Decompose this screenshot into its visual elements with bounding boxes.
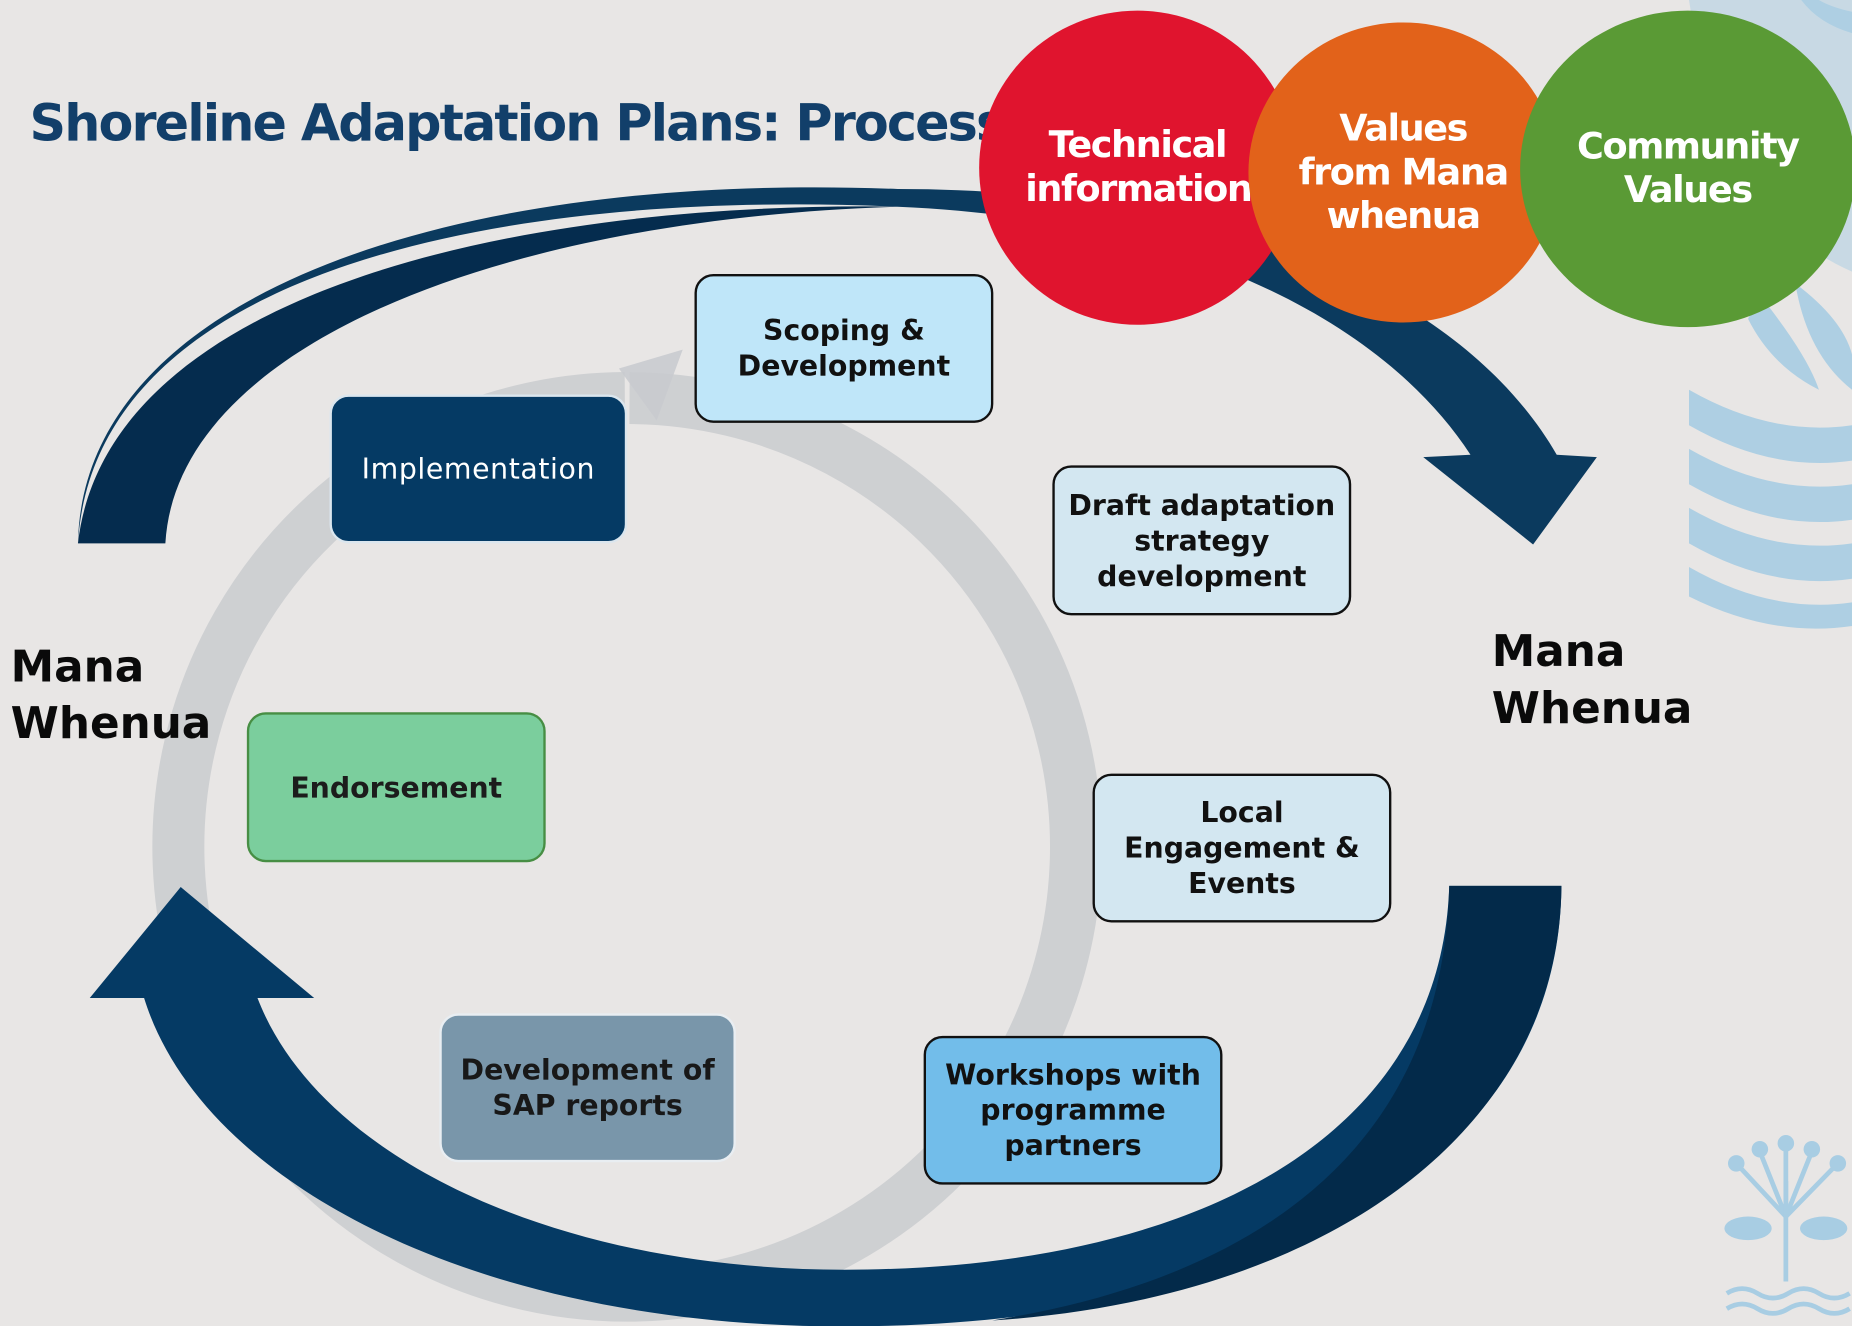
mana-whenua-values-label: Values from Mana whenua bbox=[1298, 106, 1510, 237]
technical-information-label: Technical information bbox=[1025, 124, 1253, 211]
mana-whenua-label-left: Mana Whenua bbox=[10, 641, 212, 749]
step-local-engagement-events: Local Engagement & Events bbox=[1092, 773, 1392, 923]
decorative-plant-leaves bbox=[1724, 1135, 1848, 1241]
community-values-circle: Community Values bbox=[1520, 10, 1852, 328]
step-development-sap-reports: Development of SAP reports bbox=[439, 1013, 736, 1163]
mana-whenua-arrow-bottom bbox=[89, 885, 1562, 1326]
technical-information-circle: Technical information bbox=[979, 10, 1296, 325]
decorative-plant-icon bbox=[1725, 1145, 1851, 1316]
step-workshops-programme-partners: Workshops with programme partners bbox=[923, 1035, 1223, 1185]
mana-whenua-arrow-top bbox=[77, 187, 1597, 545]
step-endorsement: Endorsement bbox=[246, 712, 546, 863]
mana-whenua-label-right: Mana Whenua bbox=[1491, 625, 1693, 734]
step-draft-adaptation-strategy: Draft adaptation strategy development bbox=[1052, 465, 1352, 616]
step-implementation: Implementation bbox=[329, 394, 628, 544]
mana-whenua-values-circle: Values from Mana whenua bbox=[1248, 22, 1558, 323]
process-cycle-arrowhead bbox=[618, 349, 683, 421]
step-scoping-development: Scoping & Development bbox=[694, 274, 994, 423]
page-title: Shoreline Adaptation Plans: Process bbox=[29, 94, 1007, 154]
community-values-label: Community Values bbox=[1576, 125, 1800, 212]
